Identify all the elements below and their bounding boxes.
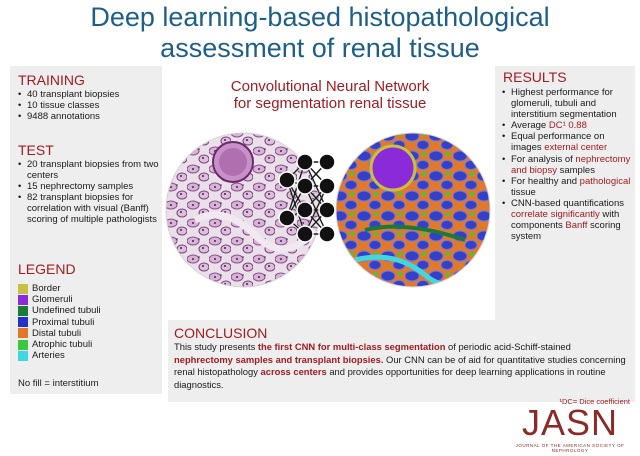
poster-title: Deep learning-based histopathological as… [0, 2, 640, 64]
result-item: Highest performance for glomeruli, tubul… [501, 87, 633, 120]
no-fill-note: No fill = interstitium [18, 378, 99, 389]
legend-swatch [18, 305, 28, 316]
legend-item-atrophic-tubuli: Atrophic tubuli [18, 339, 101, 350]
result-item: For healthy and pathological tissue [501, 176, 633, 198]
cnn-title-line-2: for segmentation renal tissue [233, 95, 427, 112]
result-item: Average DC¹ 0.88 [501, 120, 633, 131]
list-item: 15 nephrectomy samples [17, 181, 162, 192]
result-item: Equal performance on images external cen… [501, 131, 633, 153]
results-panel: RESULTS Highest performance for glomerul… [495, 66, 635, 320]
jasn-logo-subtitle: JOURNAL OF THE AMERICAN SOCIETY OF NEPHR… [515, 443, 625, 453]
conclusion-heading: CONCLUSION [174, 325, 268, 341]
list-item: 82 transplant biopsies for correlation w… [17, 192, 162, 225]
results-heading: RESULTS [503, 69, 567, 85]
list-item: 10 tissue classes [17, 100, 162, 111]
legend-heading: LEGEND [18, 261, 76, 277]
segmentation-image [336, 133, 490, 287]
list-item: 20 transplant biopsies from two centers [17, 159, 162, 181]
footnote: ¹DC= Dice coefficient [559, 397, 630, 406]
legend-swatch [18, 317, 28, 328]
training-heading: TRAINING [18, 72, 85, 88]
legend-swatch [18, 328, 28, 339]
legend-swatch [18, 339, 28, 350]
legend-swatch [18, 283, 28, 294]
legend-item-arteries: Arteries [18, 350, 101, 361]
jasn-logo: JASN [521, 402, 619, 443]
training-list: 40 transplant biopsies 10 tissue classes… [17, 89, 162, 122]
legend-item-border: Border [18, 283, 101, 294]
results-list: Highest performance for glomeruli, tubul… [501, 87, 633, 242]
result-item: For analysis of nephrectomy and biopsy s… [501, 154, 633, 176]
cnn-title-line-1: Convolutional Neural Network [230, 78, 430, 95]
legend-swatch [18, 294, 28, 305]
title-line-1: Deep learning-based histopathological [90, 2, 550, 32]
legend-item-distal-tubuli: Distal tubuli [18, 328, 101, 339]
legend-item-proximal-tubuli: Proximal tubuli [18, 317, 101, 328]
legend-list: Border Glomeruli Undefined tubuli Proxim… [18, 283, 101, 361]
cnn-illustration [165, 132, 491, 288]
network-nodes [278, 153, 336, 243]
conclusion-panel: CONCLUSION This study presents the first… [168, 320, 635, 402]
title-line-2: assessment of renal tissue [160, 33, 480, 63]
test-list: 20 transplant biopsies from two centers … [17, 159, 162, 225]
legend-item-undefined-tubuli: Undefined tubuli [18, 305, 101, 316]
test-heading: TEST [18, 142, 54, 158]
list-item: 9488 annotations [17, 111, 162, 122]
result-item: CNN-based quantifications correlate sign… [501, 198, 633, 242]
legend-item-glomeruli: Glomeruli [18, 294, 101, 305]
legend-swatch [18, 350, 28, 361]
cnn-title: Convolutional Neural Network for segment… [175, 78, 485, 112]
conclusion-text: This study presents the first CNN for mu… [174, 341, 626, 390]
pas-tissue-image [166, 133, 320, 287]
list-item: 40 transplant biopsies [17, 89, 162, 100]
